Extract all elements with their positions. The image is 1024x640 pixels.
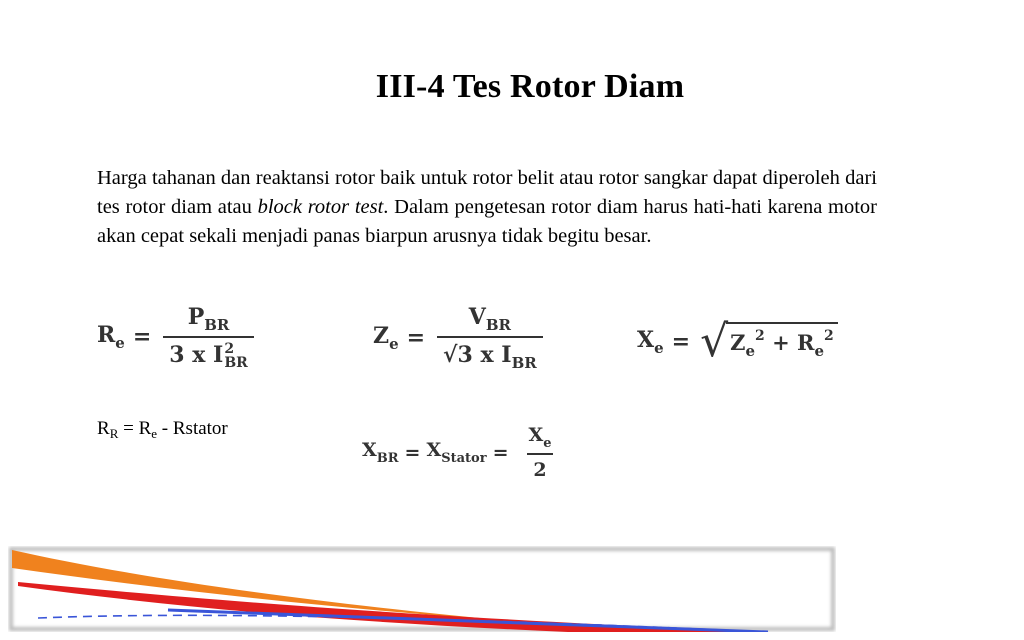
eq-xe-radicand: Ze2 + Re2 [726,322,838,362]
eq-xbr-lhs: XBR [362,439,399,466]
eq-xbr-stator: XStator [426,439,487,466]
eq-ze-numerator: VBR [468,304,511,334]
eq-xbr-fraction: Xe 2 [522,424,557,481]
decorative-swoosh-footer [9,547,835,632]
eq-re-numerator: PBR [187,304,230,334]
eq-re-equals: = [132,324,152,350]
equation-xe: Xe = √ Ze2 + Re2 [637,316,838,367]
eq-ze-fraction: VBR √3 x IBR [437,304,543,372]
eq-ze-lhs: Ze [373,323,399,353]
eq-xbr-equals-1: = [404,441,421,464]
eq-xe-equals: = [671,329,691,355]
eq-ze-denominator: √3 x IBR [437,336,543,372]
paragraph-text-2: . Dalam pengetesan rotor diam harus hati… [97,196,877,247]
eq-xbr-equals-2: = [492,441,509,464]
slide-title: III-4 Tes Rotor Diam [375,68,685,105]
swoosh-frame [9,547,835,631]
eq-re-lhs: Re [97,322,125,352]
body-paragraph: Harga tahanan dan reaktansi rotor baik u… [97,164,877,251]
eq-xbr-numerator: Xe [528,424,552,451]
eq-xe-sqrt: √ Ze2 + Re2 [700,316,838,367]
eq-xe-lhs: Xe [637,327,664,357]
equation-xbr: XBR = XStator = Xe 2 [362,424,558,481]
equation-ze: Ze = VBR √3 x IBR [373,304,543,372]
eq-xbr-denominator: 2 [527,453,553,481]
radical-icon: √ [700,316,729,367]
paragraph-text-1: Harga tahanan dan reaktansi rotor baik u… [97,167,877,218]
paragraph-italic-term: block rotor test [257,196,384,218]
rotor-resistance-line: RR = Re - Rstator [97,418,228,441]
swoosh-red [18,582,768,632]
eq-ze-equals: = [406,325,426,351]
swoosh-blue [167,608,769,632]
